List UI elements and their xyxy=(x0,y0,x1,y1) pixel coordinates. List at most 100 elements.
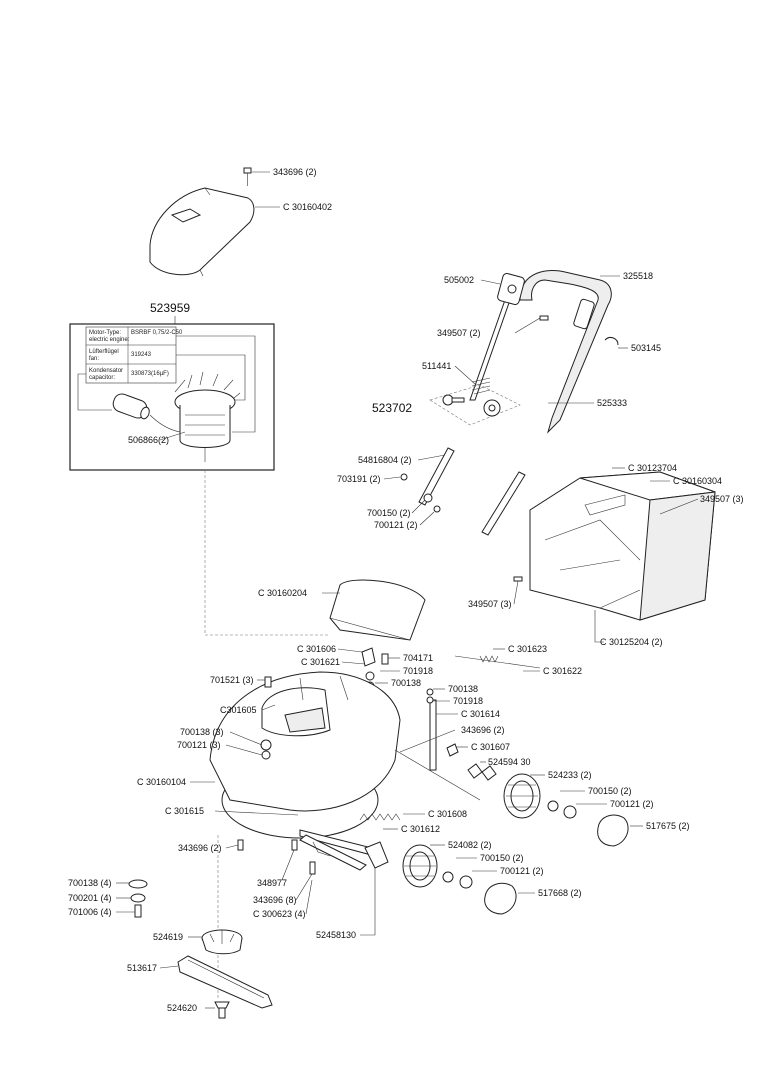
capacitor xyxy=(112,393,181,433)
callout-700138-top: 700138 xyxy=(391,678,421,688)
callout-700138-deck: 700138 (3) xyxy=(180,727,224,737)
callout-c301615: C 301615 xyxy=(165,806,204,816)
callout-c301608: C 301608 xyxy=(428,809,467,819)
callout-700150-handle: 700150 (2) xyxy=(367,508,411,518)
callout-700121-deck: 700121 (3) xyxy=(177,740,221,750)
upper-handle xyxy=(469,269,612,434)
callout-524082: 524082 (2) xyxy=(448,840,492,850)
screw-701521 xyxy=(264,676,272,688)
screw-343696-deck xyxy=(237,839,244,851)
callout-349507-box-right: 349507 (3) xyxy=(700,494,744,504)
cable-guide-511441 xyxy=(471,377,491,395)
callout-503145: 503145 xyxy=(631,343,661,353)
callout-343696-8: 343696 (8) xyxy=(253,895,297,905)
nut-700121-rear xyxy=(563,805,577,819)
callout-524620: 524620 xyxy=(167,1003,197,1013)
screw-343696-top xyxy=(243,167,252,186)
lower-handle-right xyxy=(481,471,526,536)
assembly-523702-outline xyxy=(429,384,521,426)
callout-700138-right: 700138 xyxy=(448,684,478,694)
nut-700121-front xyxy=(459,875,473,889)
washer-700138-deck xyxy=(260,739,272,751)
callout-701918-top: 701918 xyxy=(403,666,433,676)
blade-holder-524619 xyxy=(201,929,243,955)
spring-c301608 xyxy=(359,813,401,821)
callout-506866: 506866(2) xyxy=(128,435,169,445)
callout-343696-top: 343696 (2) xyxy=(273,167,317,177)
clip-c301607 xyxy=(446,743,459,757)
clip-503145 xyxy=(604,337,619,346)
screw-348977 xyxy=(291,839,298,851)
callout-523702: 523702 xyxy=(372,401,412,415)
callout-524619: 524619 xyxy=(153,932,183,942)
callout-703191: 703191 (2) xyxy=(337,474,381,484)
bolt-524620 xyxy=(214,1001,230,1019)
callout-524594: 524594 30 xyxy=(488,757,531,767)
hub-cap-517675 xyxy=(597,814,629,847)
callout-701521: 701521 (3) xyxy=(210,675,254,685)
callout-c301606: C 301606 xyxy=(297,644,336,654)
washer-700150-front xyxy=(442,871,454,883)
callout-349507-box-left: 349507 (3) xyxy=(468,599,512,609)
washer-700138-blade xyxy=(128,879,148,889)
height-bracket-524594 xyxy=(467,763,497,781)
callout-701918-right: 701918 xyxy=(453,696,483,706)
washer-700150-rear xyxy=(547,800,559,812)
lever-c301606 xyxy=(361,647,389,667)
washer-700201-blade xyxy=(130,893,146,903)
callout-c300623: C 300623 (4) xyxy=(253,909,306,919)
callout-c301607: C 301607 xyxy=(471,742,510,752)
screw-349507-handle xyxy=(539,315,549,321)
washer-701918 xyxy=(365,671,375,681)
callout-54816804: 54816804 (2) xyxy=(358,455,412,465)
callout-700150-front: 700150 (2) xyxy=(480,853,524,863)
switch-box-505002 xyxy=(497,273,525,305)
motor-table: Motor-Type:electric engine: BSRBF 0,75/2… xyxy=(85,326,183,384)
callout-349507-handle: 349507 (2) xyxy=(437,328,481,338)
callout-c301622: C 301622 xyxy=(543,666,582,676)
callout-513617: 513617 xyxy=(127,963,157,973)
callout-c301623: C 301623 xyxy=(508,644,547,654)
nut-700121-deck xyxy=(261,750,271,760)
hub-cap-517668 xyxy=(484,882,517,915)
washer-701918-right xyxy=(426,696,434,704)
callout-511441: 511441 xyxy=(422,361,451,371)
callout-701006-blade: 701006 (4) xyxy=(68,907,112,917)
mower-deck-c30160104 xyxy=(209,671,401,839)
callout-325518: 325518 xyxy=(623,271,653,281)
callout-c301612: C 301612 xyxy=(401,824,440,834)
rear-axle-frame xyxy=(299,699,481,857)
callout-c30160204: C 30160204 xyxy=(258,588,307,598)
callout-348977: 348977 xyxy=(257,878,287,888)
callout-c30160104: C 30160104 xyxy=(137,777,186,787)
callout-700121-handle: 700121 (2) xyxy=(374,520,418,530)
capacitor-value: 330873(16µF) xyxy=(131,371,169,377)
handle-knob-assembly xyxy=(442,394,501,417)
motor-type-value: BSRBF 0,75/2-C50 xyxy=(131,330,183,336)
callout-525333: 525333 xyxy=(597,398,627,408)
callout-505002: 505002 xyxy=(444,275,474,285)
rear-flap-c30160204 xyxy=(329,579,426,641)
callout-343696-deck: 343696 (2) xyxy=(178,843,222,853)
washer-700138-right xyxy=(426,688,434,696)
engine-cover xyxy=(149,187,255,277)
blade-513617 xyxy=(177,955,273,1009)
callout-700138-blade: 700138 (4) xyxy=(68,878,112,888)
front-lever-52458130 xyxy=(299,834,389,871)
front-wheel-524082 xyxy=(402,844,438,888)
callout-c301605: C301605 xyxy=(220,705,257,715)
callout-c30123704: C 30123704 xyxy=(628,463,677,473)
grass-catcher xyxy=(529,471,716,621)
fan-value: 319243 xyxy=(131,352,152,358)
callout-517675: 517675 (2) xyxy=(646,821,690,831)
callout-517668: 517668 (2) xyxy=(538,888,582,898)
callout-700150-rear: 700150 (2) xyxy=(588,786,632,796)
motor-type-label-1: Motor-Type:electric engine: xyxy=(89,330,130,343)
callout-704171: 704171 xyxy=(403,653,433,663)
rear-wheel-524233 xyxy=(503,773,541,819)
callout-523959: 523959 xyxy=(150,301,190,315)
callout-c30125204: C 30125204 (2) xyxy=(600,637,663,647)
callout-c30160304: C 30160304 xyxy=(673,476,722,486)
